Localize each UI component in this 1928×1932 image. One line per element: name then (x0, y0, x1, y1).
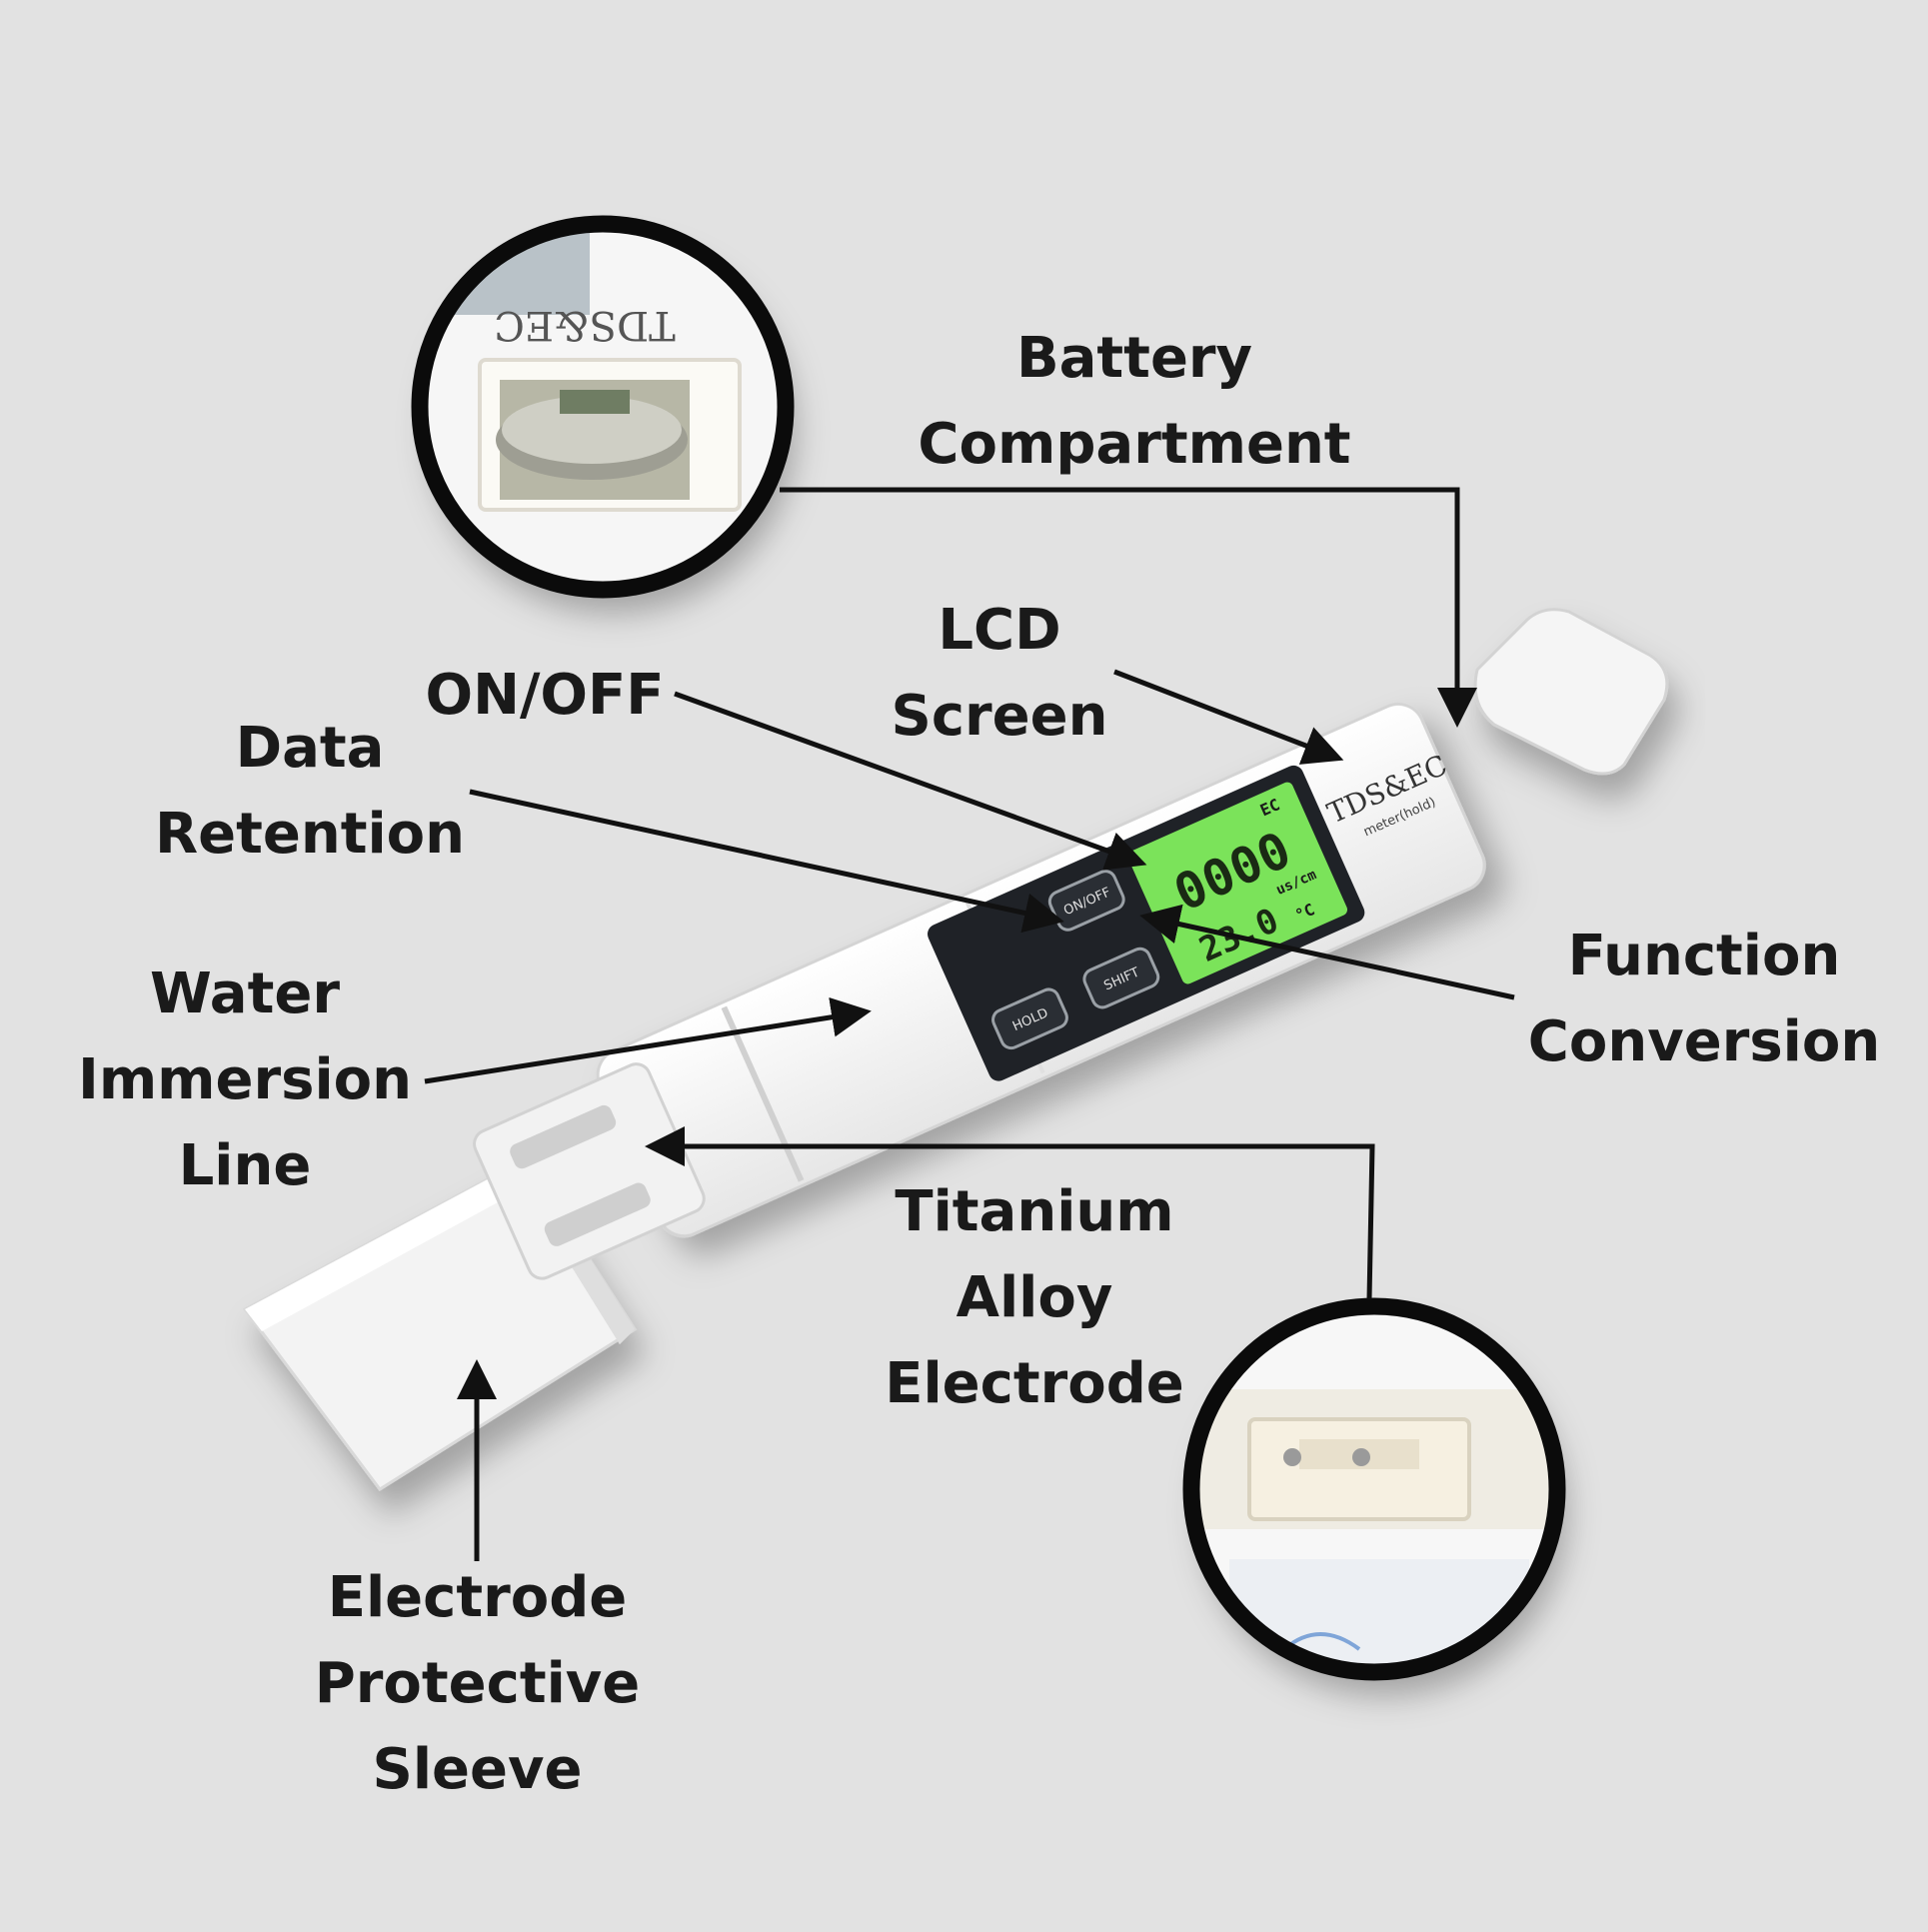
electrode-protective-sleeve-label-line1: Electrode (327, 1565, 628, 1630)
battery-compartment-zoom: TDS&EC (411, 215, 795, 599)
data-retention-callout-line (469, 789, 1064, 934)
electrode-protective-sleeve-label-line2: Protective (314, 1651, 641, 1716)
titanium-alloy-electrode-label: Titanium Alloy Electrode (865, 1169, 1204, 1427)
electrode-protective-sleeve-label-line3: Sleeve (372, 1737, 583, 1802)
water-immersion-line-label-line2: Immersion (77, 1047, 412, 1112)
lcd-callout-line (1113, 669, 1344, 765)
water-immersion-line-label: Water Immersion Line (60, 952, 430, 1209)
battery-callout-line (780, 487, 1477, 728)
water-line-callout-line (424, 996, 872, 1084)
titanium-electrode-zoom (1182, 1297, 1566, 1681)
battery-compartment-label-line2: Compartment (918, 412, 1351, 477)
battery-cap (1473, 608, 1669, 776)
shift-button[interactable]: SHIFT (1081, 946, 1161, 1010)
water-immersion-line-label-line1: Water (150, 962, 340, 1026)
water-immersion-line-label-line3: Line (178, 1133, 312, 1198)
zoom-brand-label: TDS&EC (494, 302, 676, 348)
function-conversion-label: Function Conversion (1509, 914, 1899, 1085)
onoff-label: ON/OFF (400, 653, 690, 739)
data-retention-label-line1: Data (235, 716, 385, 781)
data-retention-label-line2: Retention (154, 802, 466, 867)
electrode-slot-upper (510, 1104, 617, 1169)
immersion-ridge (721, 1005, 805, 1182)
lcd-screen-label: LCD Screen (840, 588, 1159, 760)
titanium-alloy-electrode-label-line2: Alloy (956, 1265, 1113, 1330)
data-retention-label: Data Retention (140, 706, 480, 878)
battery-compartment-label-line1: Battery (1015, 326, 1253, 391)
battery-compartment-label: Battery Compartment (895, 316, 1374, 488)
callout-lines (424, 487, 1515, 1561)
titanium-alloy-electrode-label-line1: Titanium (895, 1179, 1174, 1244)
onoff-label-line1: ON/OFF (425, 663, 665, 728)
onoff-callout-line (674, 691, 1147, 871)
lcd-screen-label-line1: LCD (938, 598, 1061, 663)
function-conversion-label-line1: Function (1567, 924, 1841, 988)
titanium-alloy-electrode-label-line3: Electrode (885, 1351, 1184, 1416)
titanium-callout-line (645, 1126, 1375, 1300)
hold-button[interactable]: HOLD (989, 986, 1069, 1051)
function-conversion-label-line2: Conversion (1527, 1009, 1881, 1074)
lcd-screen-label-line2: Screen (891, 684, 1108, 749)
electrode-slot-lower (544, 1182, 651, 1246)
function-callout-line (1139, 904, 1515, 1000)
electrode-protective-sleeve-label: Electrode Protective Sleeve (290, 1555, 665, 1813)
